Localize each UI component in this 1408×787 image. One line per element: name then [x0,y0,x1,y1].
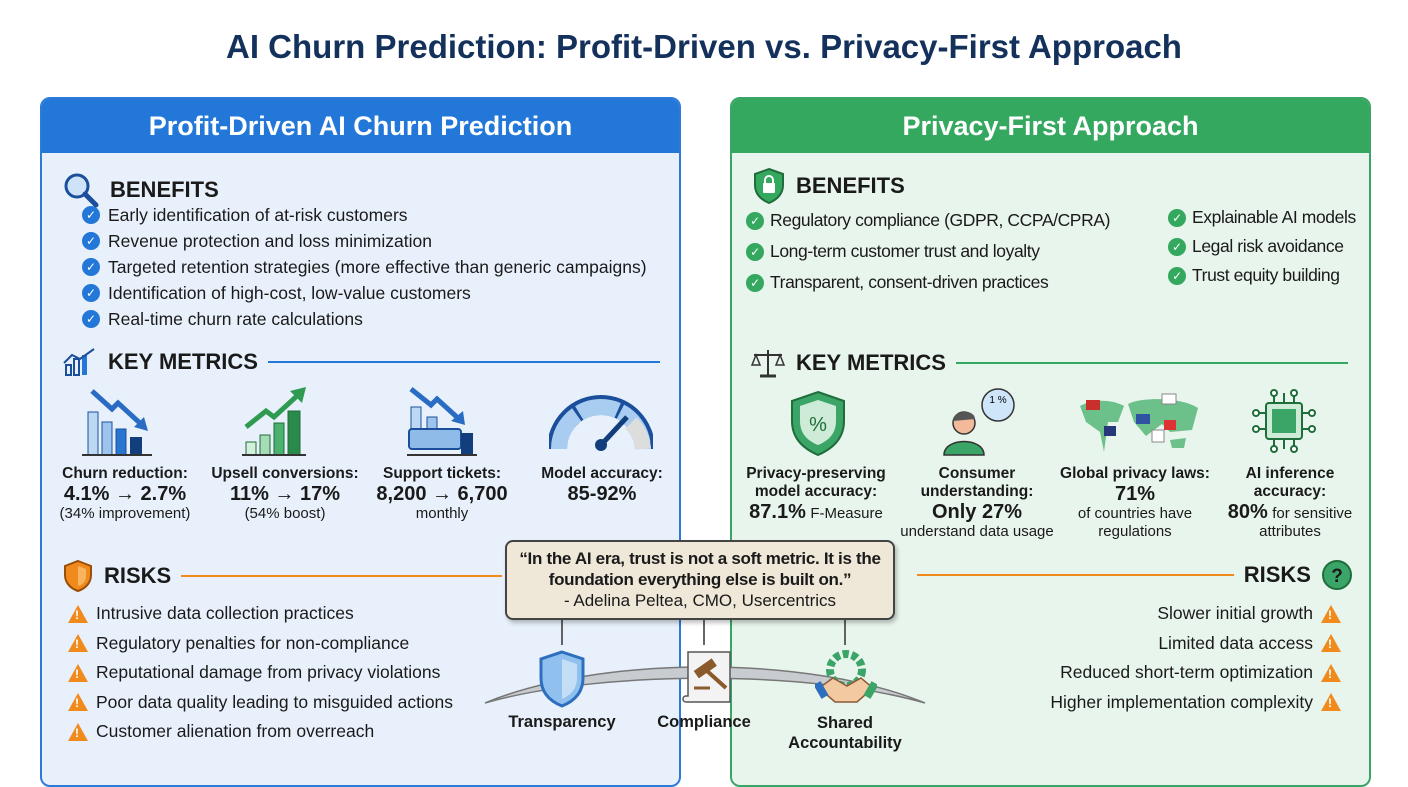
list-item: ✓Regulatory compliance (GDPR, CCPA/CPRA) [746,205,1110,236]
risks-list: Intrusive data collection practices Regu… [68,599,453,747]
warning-icon [68,604,88,623]
shield-percent-icon: % [791,390,845,457]
ticket-chart-icon [407,387,477,456]
world-map-flags-icon [1080,393,1198,452]
check-icon: ✓ [82,258,100,276]
magnifier-icon [64,173,99,208]
list-item: ✓Transparent, consent-driven practices [746,267,1110,298]
pillar-compliance: Compliance [657,713,751,731]
key-metrics-heading: KEY METRICS [750,347,1348,379]
warning-icon [1321,693,1341,712]
metric-model-accuracy: Model accuracy:85-92% [541,465,663,505]
list-item: Intrusive data collection practices [68,599,453,629]
list-item: Regulatory penalties for non-compliance [68,629,453,659]
bar-chart-down-icon [82,389,152,456]
gauge-icon [549,395,653,451]
svg-text:%: % [809,414,827,436]
metric-ai-inference-accuracy: AI inference accuracy:80% for sensitive … [1227,465,1353,540]
warning-icon [68,663,88,682]
list-item: ✓Early identification of at-risk custome… [82,202,647,228]
check-icon: ✓ [1168,266,1186,285]
scales-icon [750,350,786,378]
pillar-shared-accountability: Shared Accountability [788,714,902,752]
quote-author: - Adelina Peltea, CMO, Usercentrics [563,591,837,610]
benefits-list-2: ✓Explainable AI models ✓Legal risk avoid… [1168,203,1356,290]
list-item: Customer alienation from overreach [68,717,453,747]
warning-icon [1321,663,1341,682]
panel-header: Profit-Driven AI Churn Prediction [42,99,679,153]
speech-bubble-text: 1 % [989,395,1006,406]
warning-icon [1321,634,1341,653]
divider [181,575,502,577]
divider [917,574,1234,576]
list-item: ✓Targeted retention strategies (more eff… [82,254,647,280]
check-icon: ✓ [82,232,100,250]
check-icon: ✓ [82,206,100,224]
list-item: ✓Explainable AI models [1168,203,1356,232]
warning-icon [68,634,88,653]
list-item: Slower initial growth [1050,599,1341,629]
check-icon: ✓ [82,284,100,302]
list-item: Reputational damage from privacy violati… [68,658,453,688]
check-icon: ✓ [1168,237,1186,256]
pillar-transparency: Transparency [508,713,616,731]
panel-header: Privacy-First Approach [732,99,1369,153]
check-icon: ✓ [746,242,764,261]
list-item: ✓Long-term customer trust and loyalty [746,236,1110,267]
profit-driven-panel: Profit-Driven AI Churn Prediction BENEFI… [40,97,681,787]
check-icon: ✓ [746,211,764,230]
quote-box: “In the AI era, trust is not a soft metr… [505,540,895,620]
shield-icon [64,559,92,593]
risks-heading: RISKS [62,559,502,593]
list-item: ✓Real-time churn rate calculations [82,306,647,332]
person-speech-icon: 1 % [943,388,1015,456]
metric-churn-reduction: Churn reduction:4.1% → 2.7%(34% improvem… [59,465,191,522]
risks-list: Slower initial growth Limited data acces… [1050,599,1341,717]
metric-global-privacy-laws: Global privacy laws:71%of countries have… [1060,465,1210,540]
list-item: Poor data quality leading to misguided a… [68,688,453,718]
list-item: ✓Trust equity building [1168,261,1356,290]
key-metrics-heading: KEY METRICS [62,347,660,377]
shield-lock-icon [754,167,784,205]
page-title: AI Churn Prediction: Profit-Driven vs. P… [226,28,1182,65]
warning-icon [68,722,88,741]
check-icon: ✓ [746,273,764,292]
warning-icon [68,693,88,712]
metric-privacy-preserving-accuracy: Privacy-preserving model accuracy:87.1% … [746,465,886,523]
list-item: ✓Legal risk avoidance [1168,232,1356,261]
benefits-list: ✓Regulatory compliance (GDPR, CCPA/CPRA)… [746,205,1110,298]
shield-icon [539,650,585,708]
question-icon: ? [1322,560,1352,590]
list-item: ✓Revenue protection and loss minimizatio… [82,228,647,254]
warning-icon [1321,604,1341,623]
benefits-heading: BENEFITS [752,167,905,205]
gavel-document-icon [682,651,731,703]
handshake-gear-icon [815,650,877,703]
benefits-list: ✓Early identification of at-risk custome… [82,202,647,332]
svg-text:?: ? [1331,566,1343,587]
list-item: ✓Identification of high-cost, low-value … [82,280,647,306]
divider [955,362,1348,364]
list-item: Higher implementation complexity [1050,688,1341,718]
quote-text: “In the AI era, trust is not a soft metr… [519,549,881,589]
list-item: Limited data access [1050,629,1341,659]
check-icon: ✓ [1168,208,1186,227]
divider [267,361,660,363]
chip-icon [1252,389,1316,453]
benefits-heading: BENEFITS [62,171,219,209]
bridge-arc [484,620,926,704]
bar-chart-up-icon [242,387,306,456]
risks-heading: RISKS ? [917,559,1353,591]
privacy-first-panel: Privacy-First Approach BENEFITS ✓Regulat… [730,97,1371,787]
chart-icon [63,348,95,376]
list-item: Reduced short-term optimization [1050,658,1341,688]
metric-upsell-conversions: Upsell conversions:11% → 17%(54% boost) [211,465,359,522]
check-icon: ✓ [82,310,100,328]
metric-consumer-understanding: Consumer understanding:Only 27%understan… [900,465,1054,540]
